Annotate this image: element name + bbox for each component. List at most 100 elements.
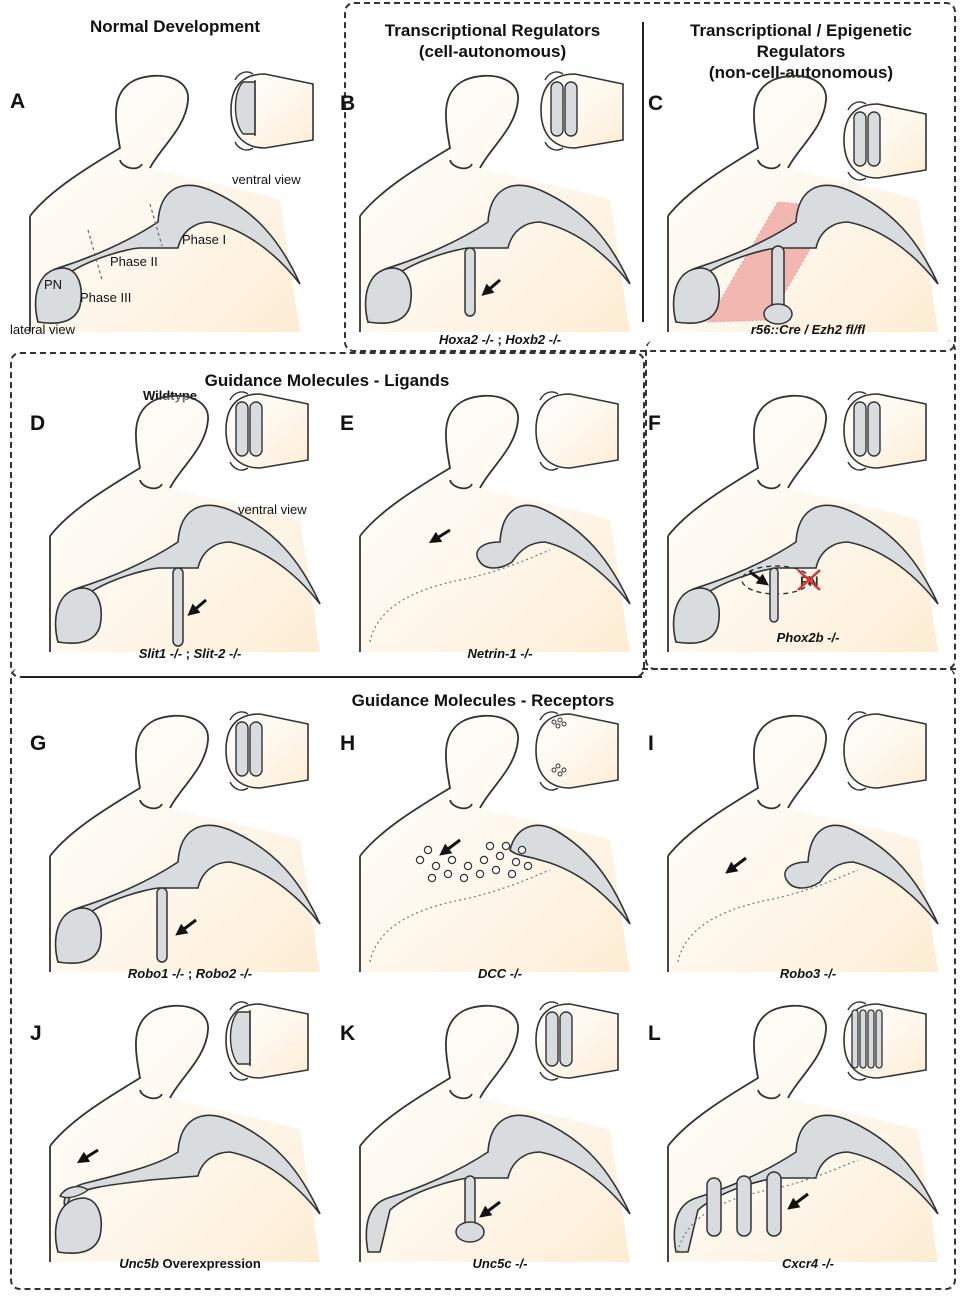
hindbrain-outline xyxy=(359,1004,519,1147)
frame-transcriptional xyxy=(344,2,956,352)
divider-horizontal xyxy=(22,676,642,678)
cerebellar-notch xyxy=(139,479,163,490)
panel-caption: Robo1 -/- ; Robo2 -/- xyxy=(50,966,330,981)
panel-caption: Unc5b Overexpression xyxy=(50,1256,330,1271)
neuron-cell xyxy=(423,845,433,855)
heading-line: Regulators xyxy=(756,42,846,61)
expected-route xyxy=(369,869,551,963)
hindbrain-diagram xyxy=(667,1004,939,1262)
pontine-nucleus xyxy=(34,267,82,324)
cerebellar-notch xyxy=(139,799,163,810)
panel-caption: DCC -/- xyxy=(477,966,523,981)
arrow-icon xyxy=(428,528,451,544)
hindbrain-tissue xyxy=(360,395,630,652)
ectopic-cluster xyxy=(763,303,793,325)
caption-part: Unc5b xyxy=(119,1256,159,1271)
ectopic-stream xyxy=(706,1177,722,1237)
heading-line: (non-cell-autonomous) xyxy=(708,63,894,82)
panel-letter: A xyxy=(10,90,26,113)
ventral-view-label: ventral view xyxy=(232,172,301,187)
caption-part: Slit1 -/- xyxy=(138,646,183,661)
arrow-icon xyxy=(787,1192,809,1210)
heading-line: Transcriptional / Epigenetic xyxy=(690,21,912,40)
hindbrain-outline xyxy=(29,74,189,217)
cerebellar-notch xyxy=(449,159,473,170)
caption-part: Hoxa2 -/- xyxy=(438,332,494,347)
heading-transcriptional-non-autonomous: Transcriptional / Epigenetic Regulators … xyxy=(648,20,954,83)
panel-letter: H xyxy=(340,732,356,755)
panel-caption: Unc5c -/- xyxy=(472,1256,528,1271)
neuron-cell xyxy=(491,865,501,875)
panel-letter: D xyxy=(30,412,46,435)
hindbrain-diagram xyxy=(359,714,631,972)
hindbrain-outline xyxy=(49,1004,209,1147)
heading-line: (cell-autonomous) xyxy=(418,42,567,61)
hindbrain-outline xyxy=(49,394,209,537)
neuron-cell xyxy=(523,861,533,871)
ventral-view-diagram xyxy=(843,1001,927,1081)
ventral-view-diagram xyxy=(225,711,309,791)
ectopic-cluster xyxy=(455,1221,485,1243)
hindbrain-outline xyxy=(667,74,827,217)
pontine-nucleus xyxy=(672,267,720,324)
hindbrain-outline xyxy=(667,394,827,537)
neuron-cell xyxy=(459,873,469,883)
cerebellar-notch xyxy=(449,479,473,490)
neuron-cell xyxy=(495,851,505,861)
panel-letter: J xyxy=(30,1022,42,1045)
neuron-cell xyxy=(479,855,489,865)
hindbrain-diagram xyxy=(49,394,321,652)
ectopic-stream xyxy=(766,1171,782,1237)
hindbrain-outline xyxy=(359,714,519,857)
cerebellar-notch xyxy=(449,1089,473,1100)
phase3-label: Phase III xyxy=(80,290,132,305)
panel-a: ventral view Phase I Phase II Phase III … xyxy=(10,70,330,403)
hindbrain-tissue xyxy=(360,715,630,972)
cerebellar-notch xyxy=(119,159,143,170)
phase-boundary xyxy=(149,203,163,247)
divider-vertical xyxy=(642,22,644,322)
panel-letter: F xyxy=(648,412,661,435)
neuron-cell xyxy=(517,845,527,855)
ectopic-stream xyxy=(464,247,476,317)
neuron-cell xyxy=(443,869,453,879)
migratory-stream xyxy=(365,1114,631,1253)
neuron-cell xyxy=(427,873,437,883)
phase1-label: Phase I xyxy=(182,232,227,247)
hindbrain-diagram xyxy=(359,1004,631,1262)
panel-g: G Robo1 -/- ; Robo2 -/- xyxy=(30,710,350,990)
panel-letter: C xyxy=(648,92,664,115)
pontine-nucleus xyxy=(54,587,102,644)
ventral-view-diagram xyxy=(843,391,927,471)
neuron-cell xyxy=(511,857,521,867)
pontine-nucleus xyxy=(364,267,412,324)
arrow-icon xyxy=(76,1148,99,1164)
caption-part: ; xyxy=(493,332,506,347)
panel-letter: G xyxy=(30,732,47,755)
hindbrain-tissue xyxy=(668,715,938,972)
heading-line: Transcriptional Regulators xyxy=(384,21,601,40)
arrow-icon xyxy=(175,918,197,936)
phase2-label: Phase II xyxy=(110,254,158,269)
caption-part: Robo1 -/- xyxy=(127,966,185,981)
hindbrain-diagram xyxy=(49,714,321,972)
hindbrain-outline xyxy=(667,1004,827,1147)
caption-part: ; xyxy=(182,646,194,661)
ectopic-stream xyxy=(172,567,184,647)
caption-part: Overexpression xyxy=(158,1256,261,1271)
heading-normal-development: Normal Development xyxy=(89,17,261,36)
pontine-nucleus xyxy=(54,1197,102,1254)
panel-letter: E xyxy=(340,412,355,435)
neuron-cell xyxy=(485,841,495,851)
ventral-view-label: ventral view xyxy=(238,502,307,517)
ventral-view-diagram xyxy=(225,1001,309,1081)
ventral-view-diagram xyxy=(843,711,927,791)
cerebellar-notch xyxy=(757,159,781,170)
cerebellar-notch xyxy=(757,799,781,810)
pn-label: PN xyxy=(44,277,63,292)
